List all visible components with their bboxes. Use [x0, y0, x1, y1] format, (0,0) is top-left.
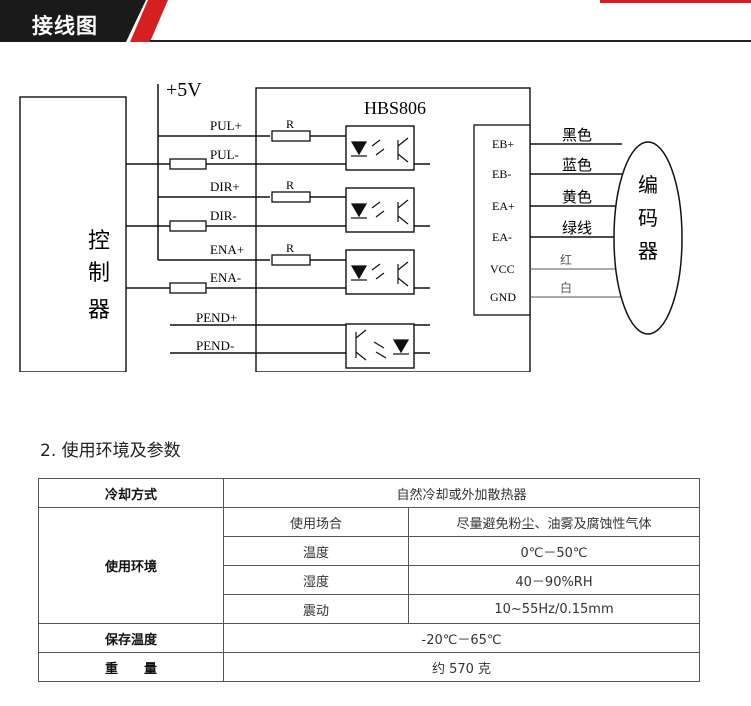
- wire-color: 黑色: [562, 127, 592, 144]
- controller-label: 制: [88, 260, 110, 285]
- encoder-pin: GND: [490, 290, 516, 304]
- controller-label: 控: [88, 228, 110, 253]
- encoder-pin-box: [473, 124, 531, 316]
- encoder-pin: EB+: [492, 137, 514, 151]
- wire-color: 红: [560, 252, 572, 267]
- env-value: 40－90%RH: [408, 565, 700, 595]
- env-value: 0℃－50℃: [408, 536, 700, 566]
- encoder-ellipse: [613, 141, 683, 335]
- table-row: 保存温度 -20℃－65℃: [38, 623, 700, 653]
- encoder-label: 码: [638, 208, 658, 230]
- section-banner: 接线图: [0, 0, 751, 50]
- encoder-pin: EB-: [492, 167, 511, 181]
- cooling-value: 自然冷却或外加散热器: [223, 478, 700, 508]
- encoder-pin: EA+: [492, 199, 515, 213]
- resistor-label: R: [286, 241, 294, 255]
- env-key: 震动: [223, 594, 409, 624]
- banner-graphic: [0, 0, 751, 42]
- pin-label: DIR-: [210, 208, 237, 223]
- wire-color: 黄色: [562, 189, 592, 206]
- storage-value: -20℃－65℃: [223, 623, 700, 653]
- wire-color: 蓝色: [562, 157, 592, 174]
- banner-title: 接线图: [32, 14, 98, 38]
- table-row: 湿度 40－90%RH: [39, 565, 700, 595]
- driver-label: HBS806: [364, 98, 426, 118]
- table-row: 使用环境 使用场合 尽量避免粉尘、油雾及腐蚀性气体: [38, 507, 700, 624]
- supply-label: +5V: [166, 79, 202, 101]
- table-row: 重 量 约 570 克: [38, 652, 700, 682]
- environment-label: 使用环境: [38, 507, 224, 624]
- table-row: 温度 0℃－50℃: [39, 536, 700, 566]
- env-value: 尽量避免粉尘、油雾及腐蚀性气体: [408, 507, 700, 537]
- pin-label: ENA-: [210, 270, 241, 285]
- controller-box: [19, 96, 127, 372]
- encoder-label: 编: [638, 174, 658, 197]
- pin-label: PUL+: [210, 118, 242, 133]
- weight-label: 重 量: [38, 652, 224, 682]
- resistor-label: R: [286, 178, 294, 192]
- section-title: 2. 使用环境及参数: [40, 441, 181, 461]
- pin-label: PEND+: [196, 310, 237, 325]
- encoder-pin: VCC: [490, 262, 515, 276]
- pin-label: PEND-: [196, 338, 234, 353]
- resistor-label: R: [286, 117, 294, 131]
- pin-label: ENA+: [210, 242, 244, 257]
- pin-label: PUL-: [210, 147, 239, 162]
- wiring-diagram: 控 制 器 +5V HBS806 R R R PUL+ PUL- DIR+ DI…: [19, 79, 683, 372]
- cooling-label: 冷却方式: [38, 478, 224, 508]
- optocoupler: [345, 125, 415, 171]
- table-row: 冷却方式 自然冷却或外加散热器: [38, 478, 700, 508]
- env-key: 湿度: [223, 565, 409, 595]
- params-table: 冷却方式 自然冷却或外加散热器 使用环境 使用场合 尽量避免粉尘、油雾及腐蚀性气…: [38, 478, 700, 682]
- env-key: 温度: [223, 536, 409, 566]
- controller-label: 器: [88, 297, 110, 322]
- encoder-pin: EA-: [492, 230, 512, 244]
- weight-value: 约 570 克: [223, 652, 700, 682]
- env-key: 使用场合: [223, 507, 409, 537]
- wire-color: 绿线: [562, 220, 592, 237]
- encoder-label: 器: [638, 241, 658, 263]
- env-value: 10~55Hz/0.15mm: [408, 594, 700, 624]
- storage-label: 保存温度: [38, 623, 224, 653]
- wire-color: 白: [560, 280, 572, 295]
- pin-label: DIR+: [210, 179, 240, 194]
